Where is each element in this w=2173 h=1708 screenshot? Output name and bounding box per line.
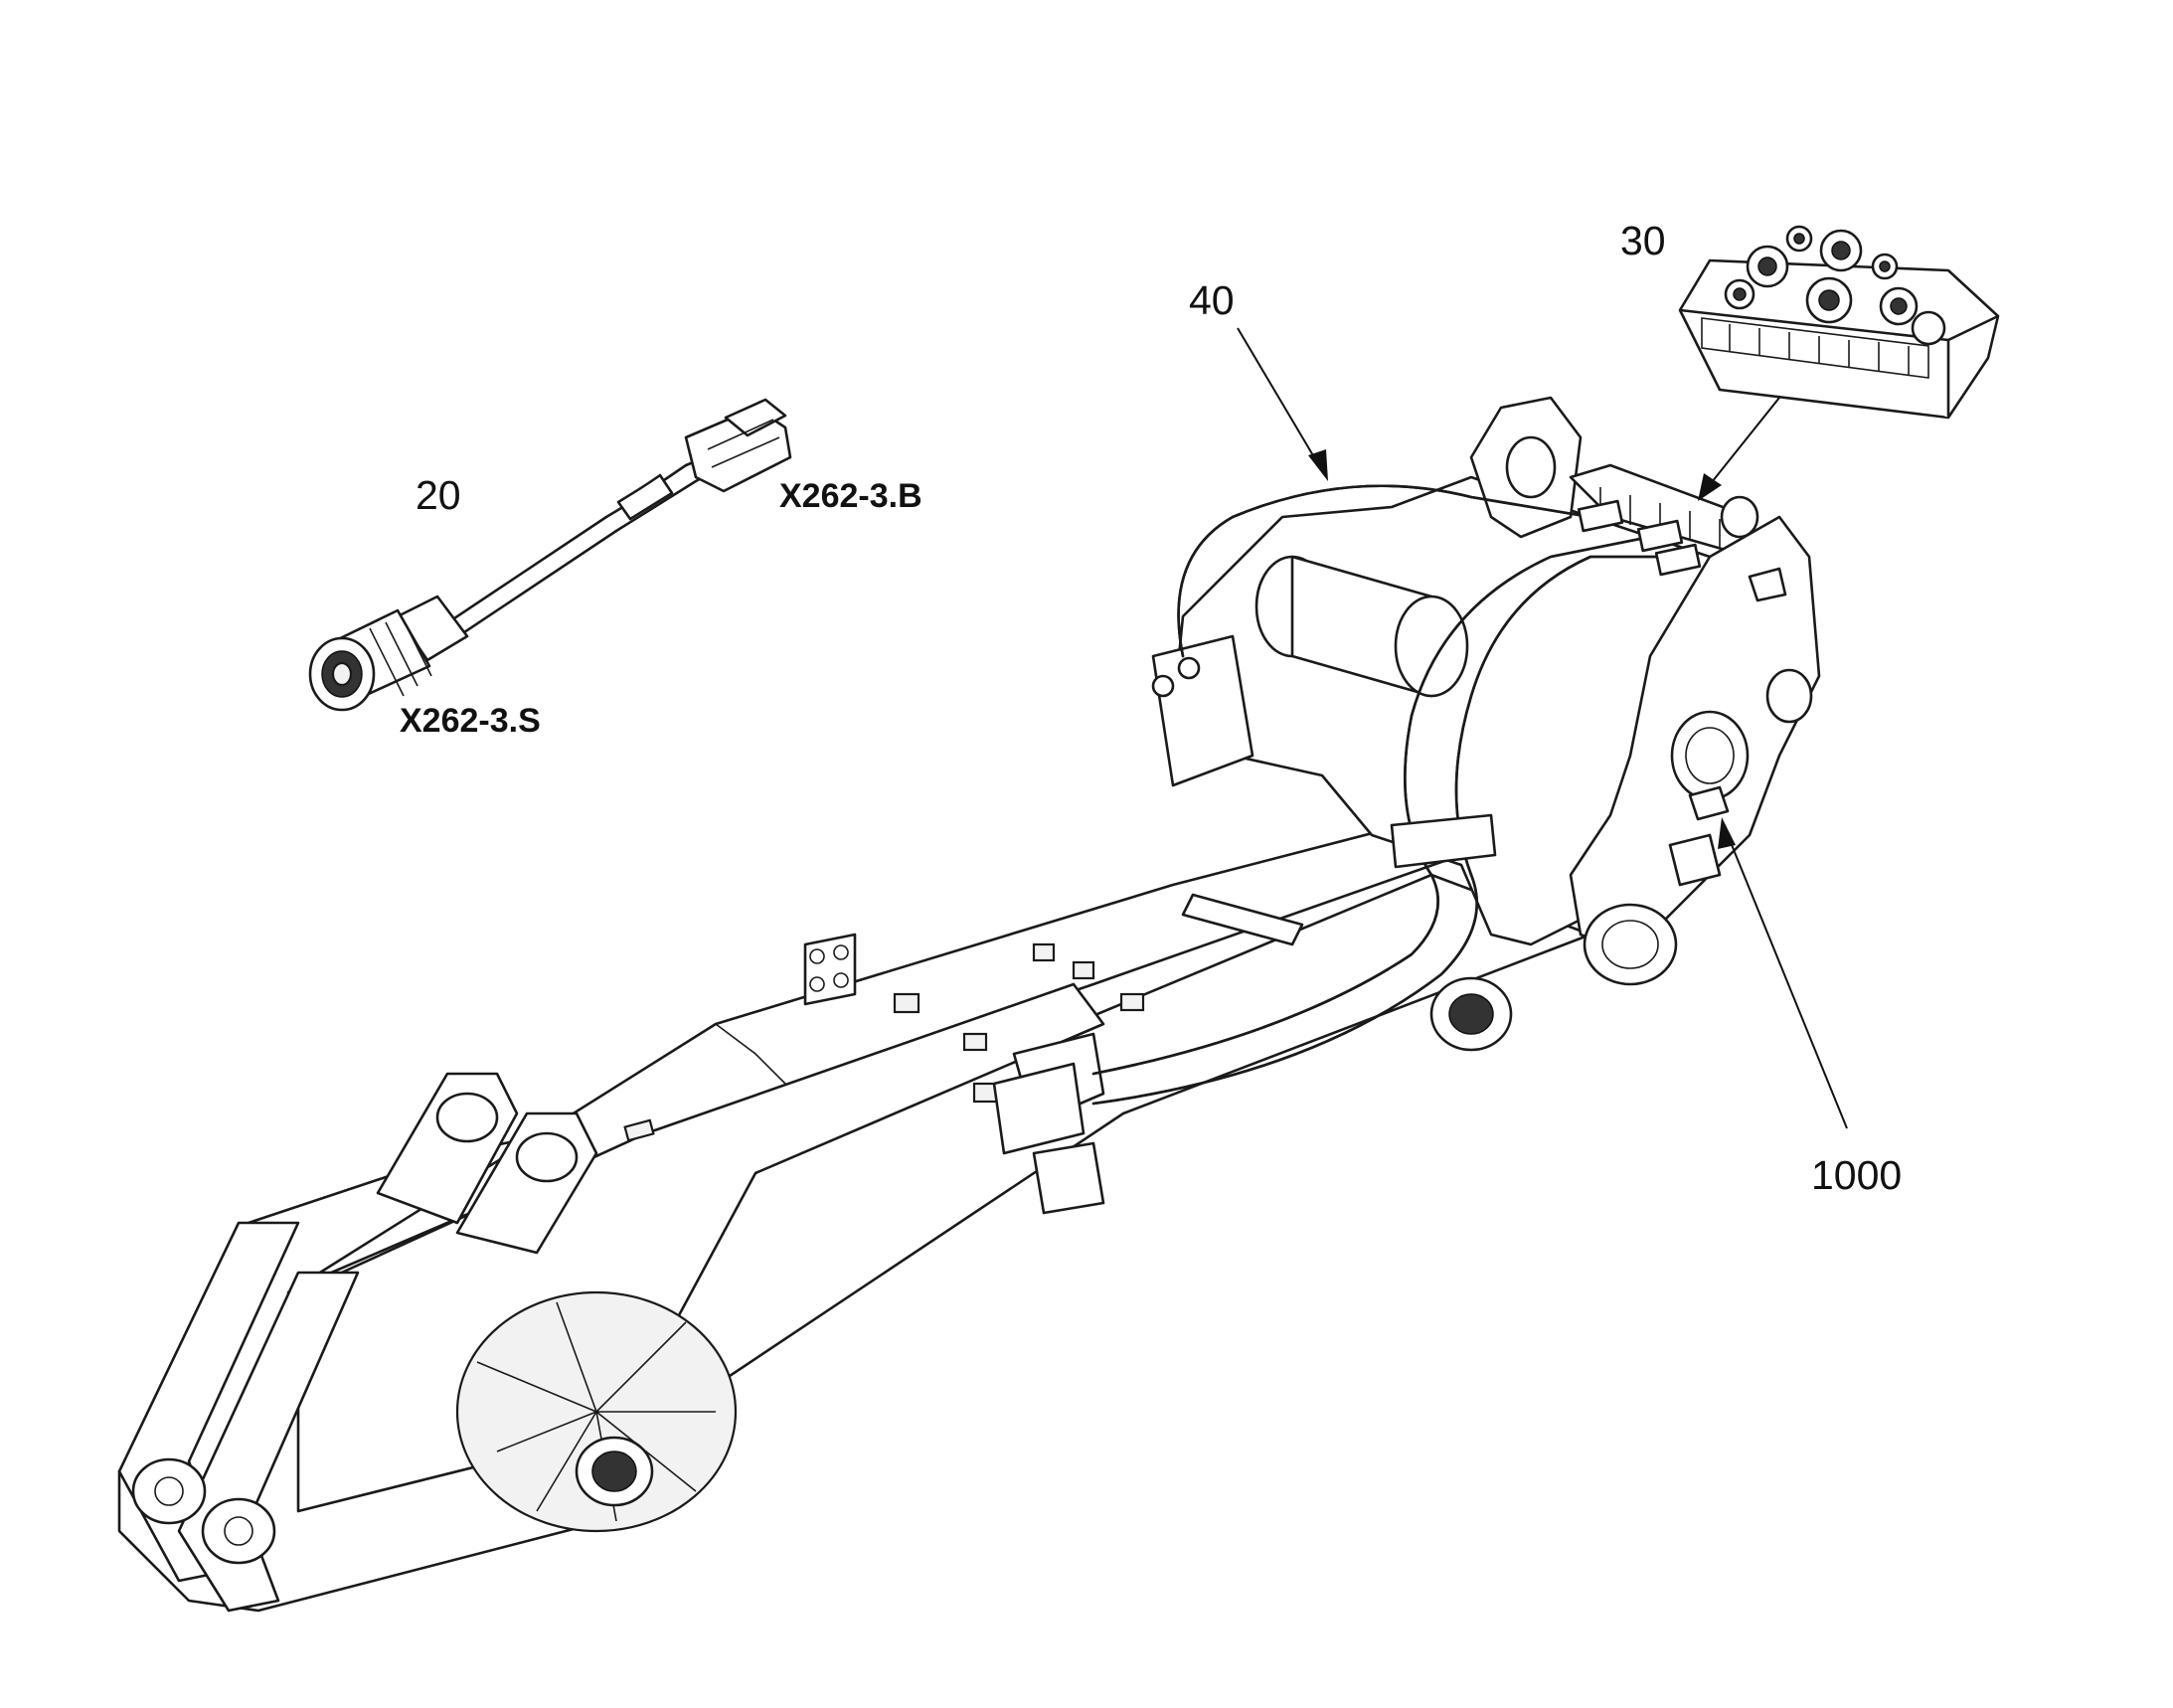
callout-1000: 1000 [1811,1152,1903,1198]
callout-20: 20 [416,472,461,518]
hose-line-icon [1091,484,1702,1106]
leader-30-arrow [1698,473,1722,501]
leader-40 [1237,327,1321,468]
connector-label-s: X262-3.S [400,702,541,740]
excavator-boom-icon [117,396,1821,1613]
control-module-icon [1678,225,2000,420]
leader-30 [1707,397,1780,488]
leader-1000 [1727,834,1848,1129]
leader-lines [1237,327,1848,1129]
cable-harness-icon [308,398,792,712]
leader-40-arrow [1308,449,1328,481]
callout-30: 30 [1620,218,1666,263]
connector-label-b: X262-3.B [779,477,922,515]
leader-1000-arrow [1718,817,1736,849]
callout-40: 40 [1189,277,1235,323]
